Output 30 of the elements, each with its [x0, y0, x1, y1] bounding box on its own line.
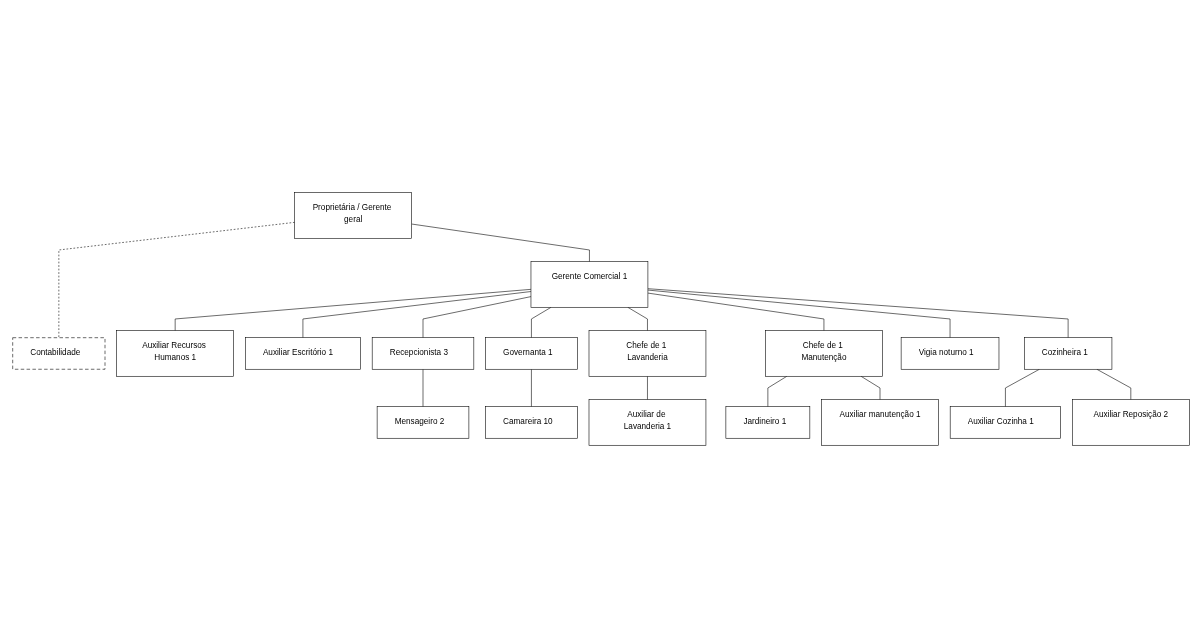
node-box: Auxiliar de Lavanderia 1: [588, 399, 707, 446]
connector: [647, 376, 648, 400]
node-box: Auxiliar Reposição 2: [1072, 399, 1190, 446]
connector: [1005, 369, 1040, 407]
node-box: Proprietária / Gerente geral: [294, 192, 412, 239]
node-box: Camareira 10: [485, 406, 578, 439]
node-box: Recepcionista 3: [371, 337, 475, 370]
node-box: Contabilidade: [12, 337, 106, 370]
connector: [411, 223, 590, 262]
node-box: Jardineiro 1: [725, 406, 811, 439]
node-box: Auxiliar Cozinha 1: [949, 406, 1061, 439]
node-box: Auxiliar Escritório 1: [245, 337, 361, 370]
node-box: Mensageiro 2: [376, 406, 470, 439]
connector: [1096, 369, 1132, 400]
connector: [174, 289, 532, 331]
connector: [58, 222, 295, 338]
node-box: Auxiliar Recursos Humanos 1: [116, 330, 234, 377]
node-box: Chefe de 1 Lavanderia: [588, 330, 707, 377]
connector: [627, 307, 648, 331]
connector: [302, 291, 532, 338]
node-box: Auxiliar manutenção 1: [821, 399, 939, 446]
connector: [647, 292, 825, 331]
node-box: Chefe de 1 Manutenção: [765, 330, 883, 377]
node-box: Governanta 1: [485, 337, 578, 370]
connector: [647, 288, 1069, 338]
node-box: Cozinheira 1: [1024, 337, 1113, 370]
node-box: Vigia noturno 1: [900, 337, 1000, 370]
connector: [860, 376, 881, 400]
node-box: Gerente Comercial 1: [530, 261, 649, 308]
connector: [531, 369, 532, 407]
